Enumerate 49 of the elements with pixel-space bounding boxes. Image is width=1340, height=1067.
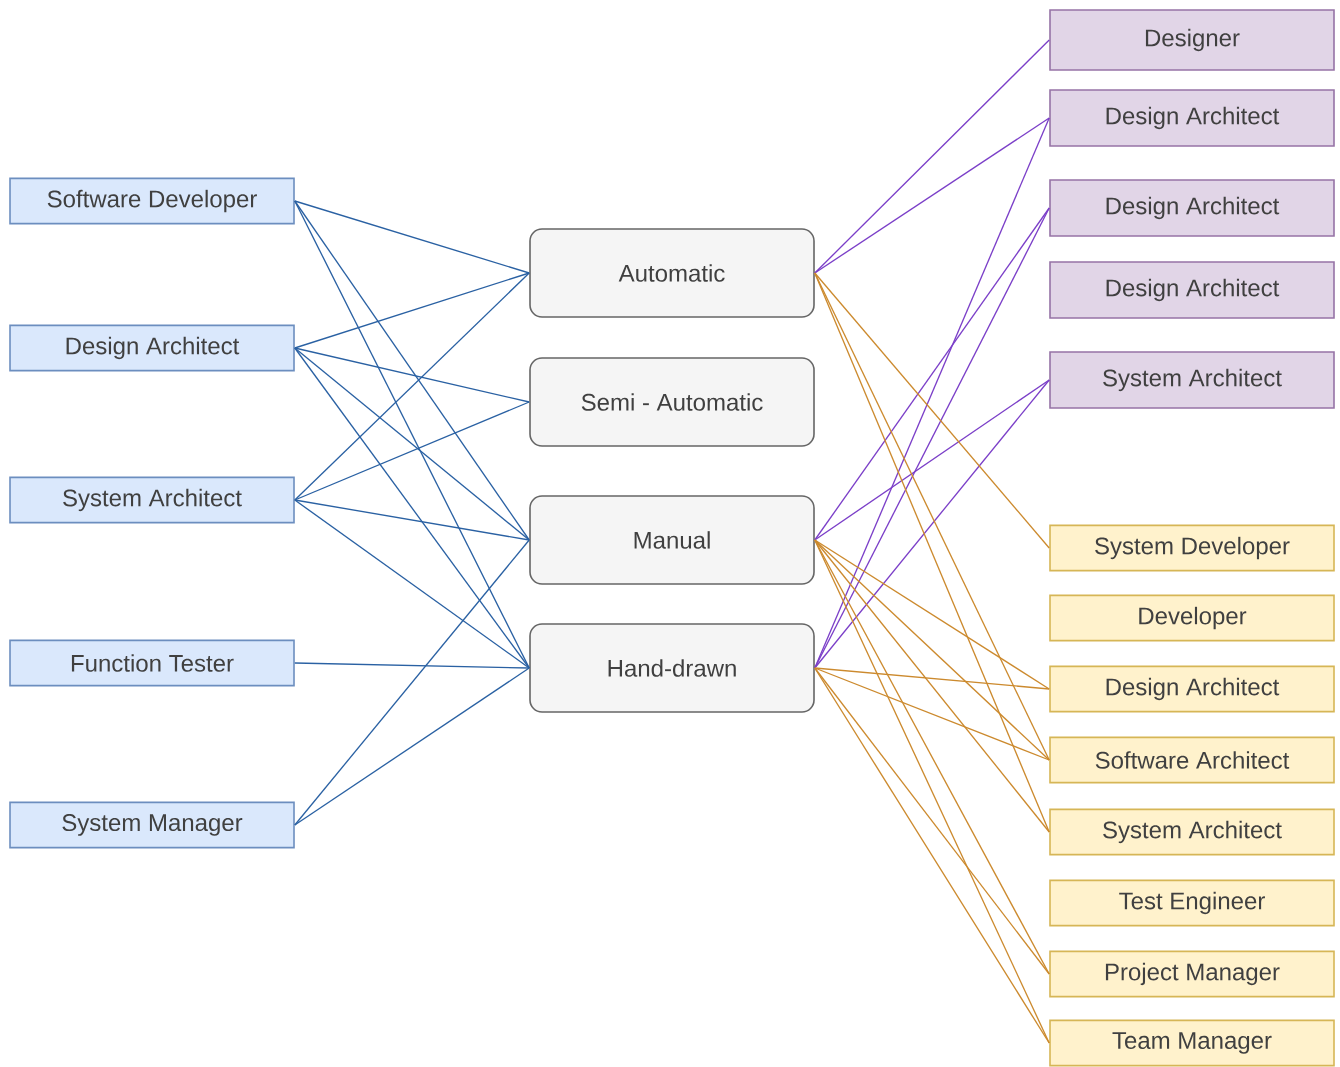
role-box: System Developer bbox=[1049, 524, 1335, 572]
connector-line bbox=[294, 662, 530, 669]
role-box: System Architect bbox=[1049, 351, 1335, 409]
role-box: Software Architect bbox=[1049, 736, 1335, 784]
connector-line bbox=[814, 667, 1050, 690]
connector-line bbox=[294, 499, 530, 541]
connector-line bbox=[294, 200, 530, 669]
connector-line bbox=[294, 347, 530, 669]
method-box: Automatic bbox=[529, 228, 815, 318]
role-box: System Architect bbox=[1049, 808, 1335, 856]
connector-line bbox=[814, 117, 1050, 274]
method-box: Hand-drawn bbox=[529, 623, 815, 713]
role-box: Design Architect bbox=[1049, 261, 1335, 319]
role-box: Designer bbox=[1049, 9, 1335, 71]
connector-line bbox=[294, 401, 530, 501]
connector-line bbox=[814, 379, 1050, 669]
role-box: Team Manager bbox=[1049, 1019, 1335, 1067]
role-box: System Architect bbox=[9, 476, 295, 524]
connector-line bbox=[814, 667, 1050, 975]
role-box: Design Architect bbox=[1049, 89, 1335, 147]
connector-line bbox=[814, 272, 1050, 549]
connector-line bbox=[814, 379, 1050, 541]
connector-line bbox=[814, 667, 1050, 1044]
role-box: Design Architect bbox=[9, 324, 295, 372]
role-box: Test Engineer bbox=[1049, 879, 1335, 927]
connector-line bbox=[294, 499, 530, 669]
role-box: Design Architect bbox=[1049, 665, 1335, 713]
role-box: Function Tester bbox=[9, 639, 295, 687]
role-box: Developer bbox=[1049, 594, 1335, 642]
connector-line bbox=[294, 272, 530, 501]
connector-line bbox=[294, 200, 530, 274]
connector-line bbox=[294, 200, 530, 541]
connector-line bbox=[814, 667, 1050, 761]
role-box: Software Developer bbox=[9, 177, 295, 225]
connector-line bbox=[814, 539, 1050, 833]
connector-line bbox=[294, 272, 530, 349]
method-box: Semi - Automatic bbox=[529, 357, 815, 447]
connector-line bbox=[814, 539, 1050, 690]
connector-line bbox=[814, 207, 1050, 669]
role-box: Project Manager bbox=[1049, 950, 1335, 998]
connector-line bbox=[814, 39, 1050, 274]
role-box: System Manager bbox=[9, 801, 295, 849]
connector-line bbox=[294, 539, 530, 826]
method-box: Manual bbox=[529, 495, 815, 585]
connector-line bbox=[814, 207, 1050, 541]
connector-line bbox=[294, 347, 530, 403]
connector-line bbox=[294, 347, 530, 541]
connector-line bbox=[294, 667, 530, 826]
role-box: Design Architect bbox=[1049, 179, 1335, 237]
